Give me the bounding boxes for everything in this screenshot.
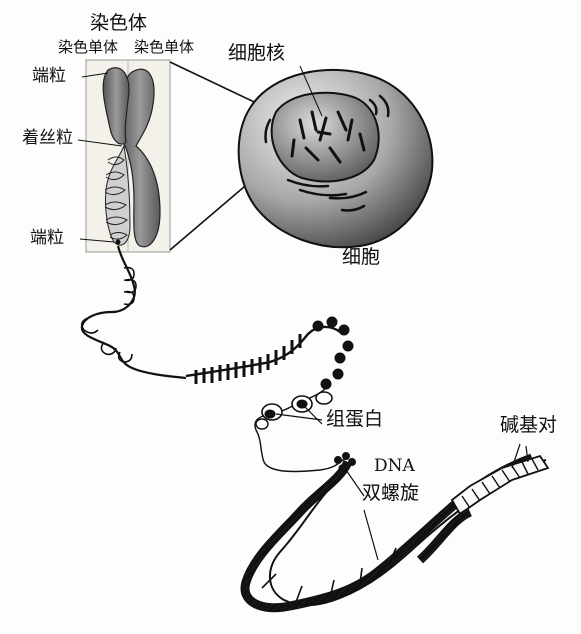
label-chromosome: 染色体 xyxy=(90,14,147,33)
cell-figure xyxy=(239,70,433,247)
label-chromatid-left: 染色单体 xyxy=(58,40,118,55)
label-chromatid-right: 染色单体 xyxy=(134,40,194,55)
label-telomere-bottom: 端粒 xyxy=(30,230,64,247)
chromatin-strand xyxy=(82,246,353,389)
label-cell: 细胞 xyxy=(342,248,380,267)
telomere-bottom-dot xyxy=(116,240,121,245)
label-dna: DNA xyxy=(374,458,415,475)
label-double-helix: 双螺旋 xyxy=(362,484,419,503)
label-centromere: 着丝粒 xyxy=(22,130,73,147)
label-histone: 组蛋白 xyxy=(326,410,383,429)
label-base-pairs: 碱基对 xyxy=(500,416,557,435)
chromosome-figure xyxy=(86,60,170,252)
label-nucleus: 细胞核 xyxy=(228,44,285,63)
nucleus-body xyxy=(272,93,379,182)
label-telomere-top: 端粒 xyxy=(32,68,66,85)
dna-double-helix xyxy=(245,456,548,608)
